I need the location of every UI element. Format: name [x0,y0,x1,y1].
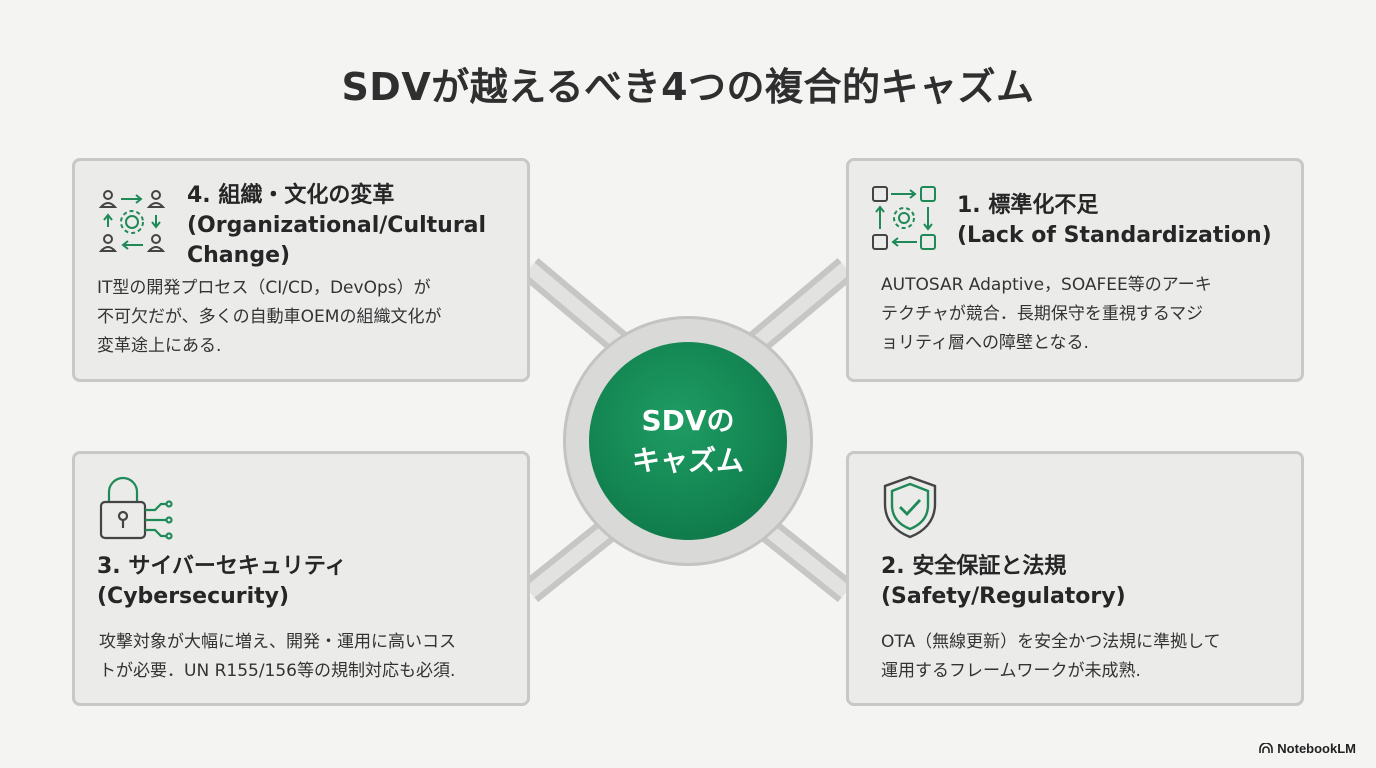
notebooklm-logo-icon [1259,743,1274,753]
card-title: 1. 標準化不足 (Lack of Standardization) [957,193,1272,248]
shield-check-icon [881,474,939,544]
card-body: AUTOSAR Adaptive，SOAFEE等のアーキ テクチャが競合．長期保… [881,275,1212,353]
puzzle-gear-icon [871,185,941,259]
card-title: 3. サイバーセキュリティ (Cybersecurity) [97,554,347,609]
card-cybersecurity: 3. サイバーセキュリティ (Cybersecurity) 攻撃対象が大幅に増え… [72,451,530,706]
people-process-icon [98,189,169,263]
card-body: 攻撃対象が大幅に増え、開発・運用に高いコス トが必要．UN R155/156等の… [99,632,456,681]
card-safety-regulatory: 2. 安全保証と法規 (Safety/Regulatory) OTA（無線更新）… [846,451,1304,706]
card-lack-of-standardization: 1. 標準化不足 (Lack of Standardization) AUTOS… [846,158,1304,382]
hub-label-line1: SDVの [641,404,735,437]
page-title: SDVが越えるべき4つの複合的キャズム [341,65,1035,109]
hub-label-line2: キャズム [631,444,744,477]
card-title: 2. 安全保証と法規 (Safety/Regulatory) [881,554,1126,609]
brand-watermark: NotebookLM [1259,741,1356,756]
hub-label: SDVの キャズム [589,342,787,540]
brand-name: NotebookLM [1277,741,1356,756]
card-organizational-change: 4. 組織・文化の変革 (Organizational/Cultural Cha… [72,158,530,382]
card-title: 4. 組織・文化の変革 (Organizational/Cultural Cha… [187,183,487,268]
card-body: IT型の開発プロセス（CI/CD，DevOps）が 不可欠だが、多くの自動車OE… [97,278,442,356]
card-body: OTA（無線更新）を安全かつ法規に準拠して 運用するフレームワークが未成熟. [881,632,1221,681]
central-hub: SDVの キャズム [563,316,813,566]
padlock-circuit-icon [97,476,173,546]
